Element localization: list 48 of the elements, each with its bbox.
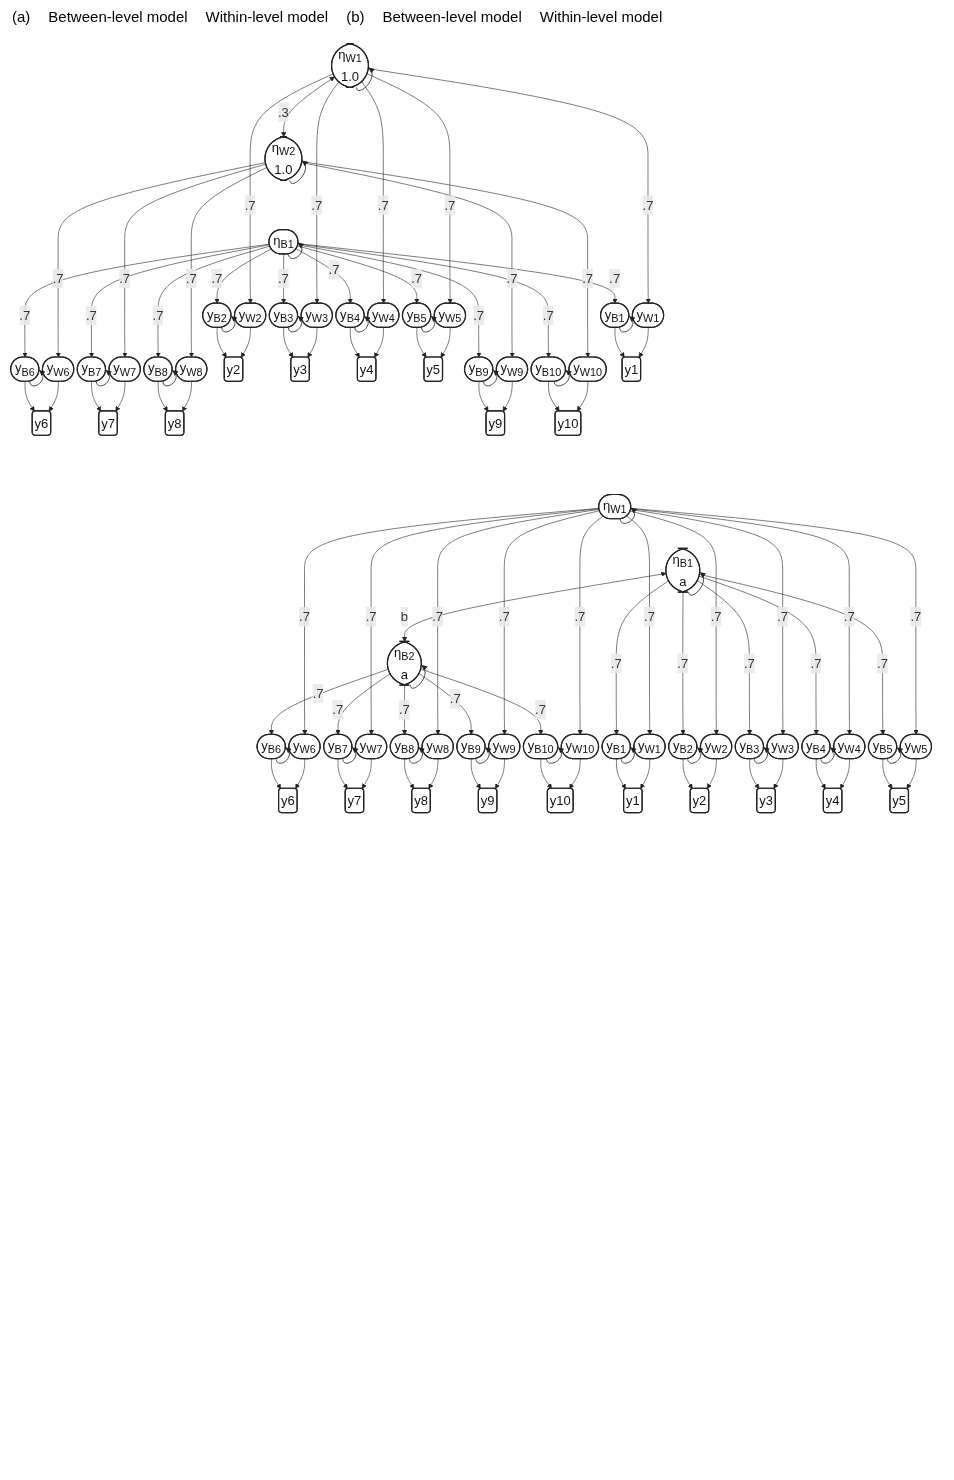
edge-label: .7 (185, 271, 197, 286)
edge-label: .7 (398, 702, 410, 718)
edge-label: .7 (311, 197, 323, 213)
edge-label: .7 (52, 271, 64, 286)
edge-label: .7 (843, 609, 855, 625)
edge-label: .7 (582, 271, 594, 286)
edge-label: .7 (119, 271, 131, 286)
edge-label: .7 (743, 655, 755, 671)
panel-label: (b) (346, 8, 365, 25)
panel-label: Within-level model (205, 8, 329, 25)
edge-label: .7 (312, 686, 324, 701)
panel-label: (a) (12, 8, 31, 25)
edge-label: .7 (677, 655, 689, 671)
edge-label: .3 (277, 104, 289, 120)
edge-label: .7 (810, 655, 822, 671)
edge-label: .7 (498, 609, 510, 625)
edge-label: .7 (449, 691, 461, 707)
edge-label: .7 (609, 271, 621, 286)
edge-label: .7 (332, 702, 344, 718)
edge-label: .7 (377, 197, 389, 213)
edge-label: .7 (644, 609, 655, 625)
edge-label: .7 (328, 262, 340, 278)
edge-label: .7 (365, 609, 377, 625)
edge-label: .7 (642, 197, 654, 213)
edge-label: .7 (152, 307, 164, 323)
edge-label: .7 (211, 271, 223, 286)
edge-label: .7 (574, 609, 586, 625)
edge-label: .7 (19, 307, 31, 323)
panel-label: Between-level model (382, 8, 522, 25)
edge-label: .7 (506, 271, 518, 286)
edge-label: .7 (542, 307, 554, 323)
edge-label: .7 (299, 609, 310, 625)
edge-label: .7 (877, 655, 888, 671)
edge-label: .7 (473, 307, 485, 323)
edge-label: .7 (610, 655, 622, 671)
panel-label: Within-level model (539, 8, 663, 25)
edge-label: .7 (535, 702, 547, 718)
edge-label: .7 (777, 609, 789, 625)
edge-label: b (400, 609, 408, 625)
edge-label: .7 (432, 609, 444, 625)
edge-label: .7 (85, 307, 97, 323)
edge-label: .7 (244, 197, 256, 213)
edge-label: .7 (910, 609, 922, 625)
edge-label: .7 (411, 271, 423, 286)
edge-label: .7 (710, 609, 722, 625)
panel-label: Between-level model (48, 8, 188, 25)
edge-label: .7 (444, 197, 456, 213)
edge-label: .7 (277, 271, 289, 286)
